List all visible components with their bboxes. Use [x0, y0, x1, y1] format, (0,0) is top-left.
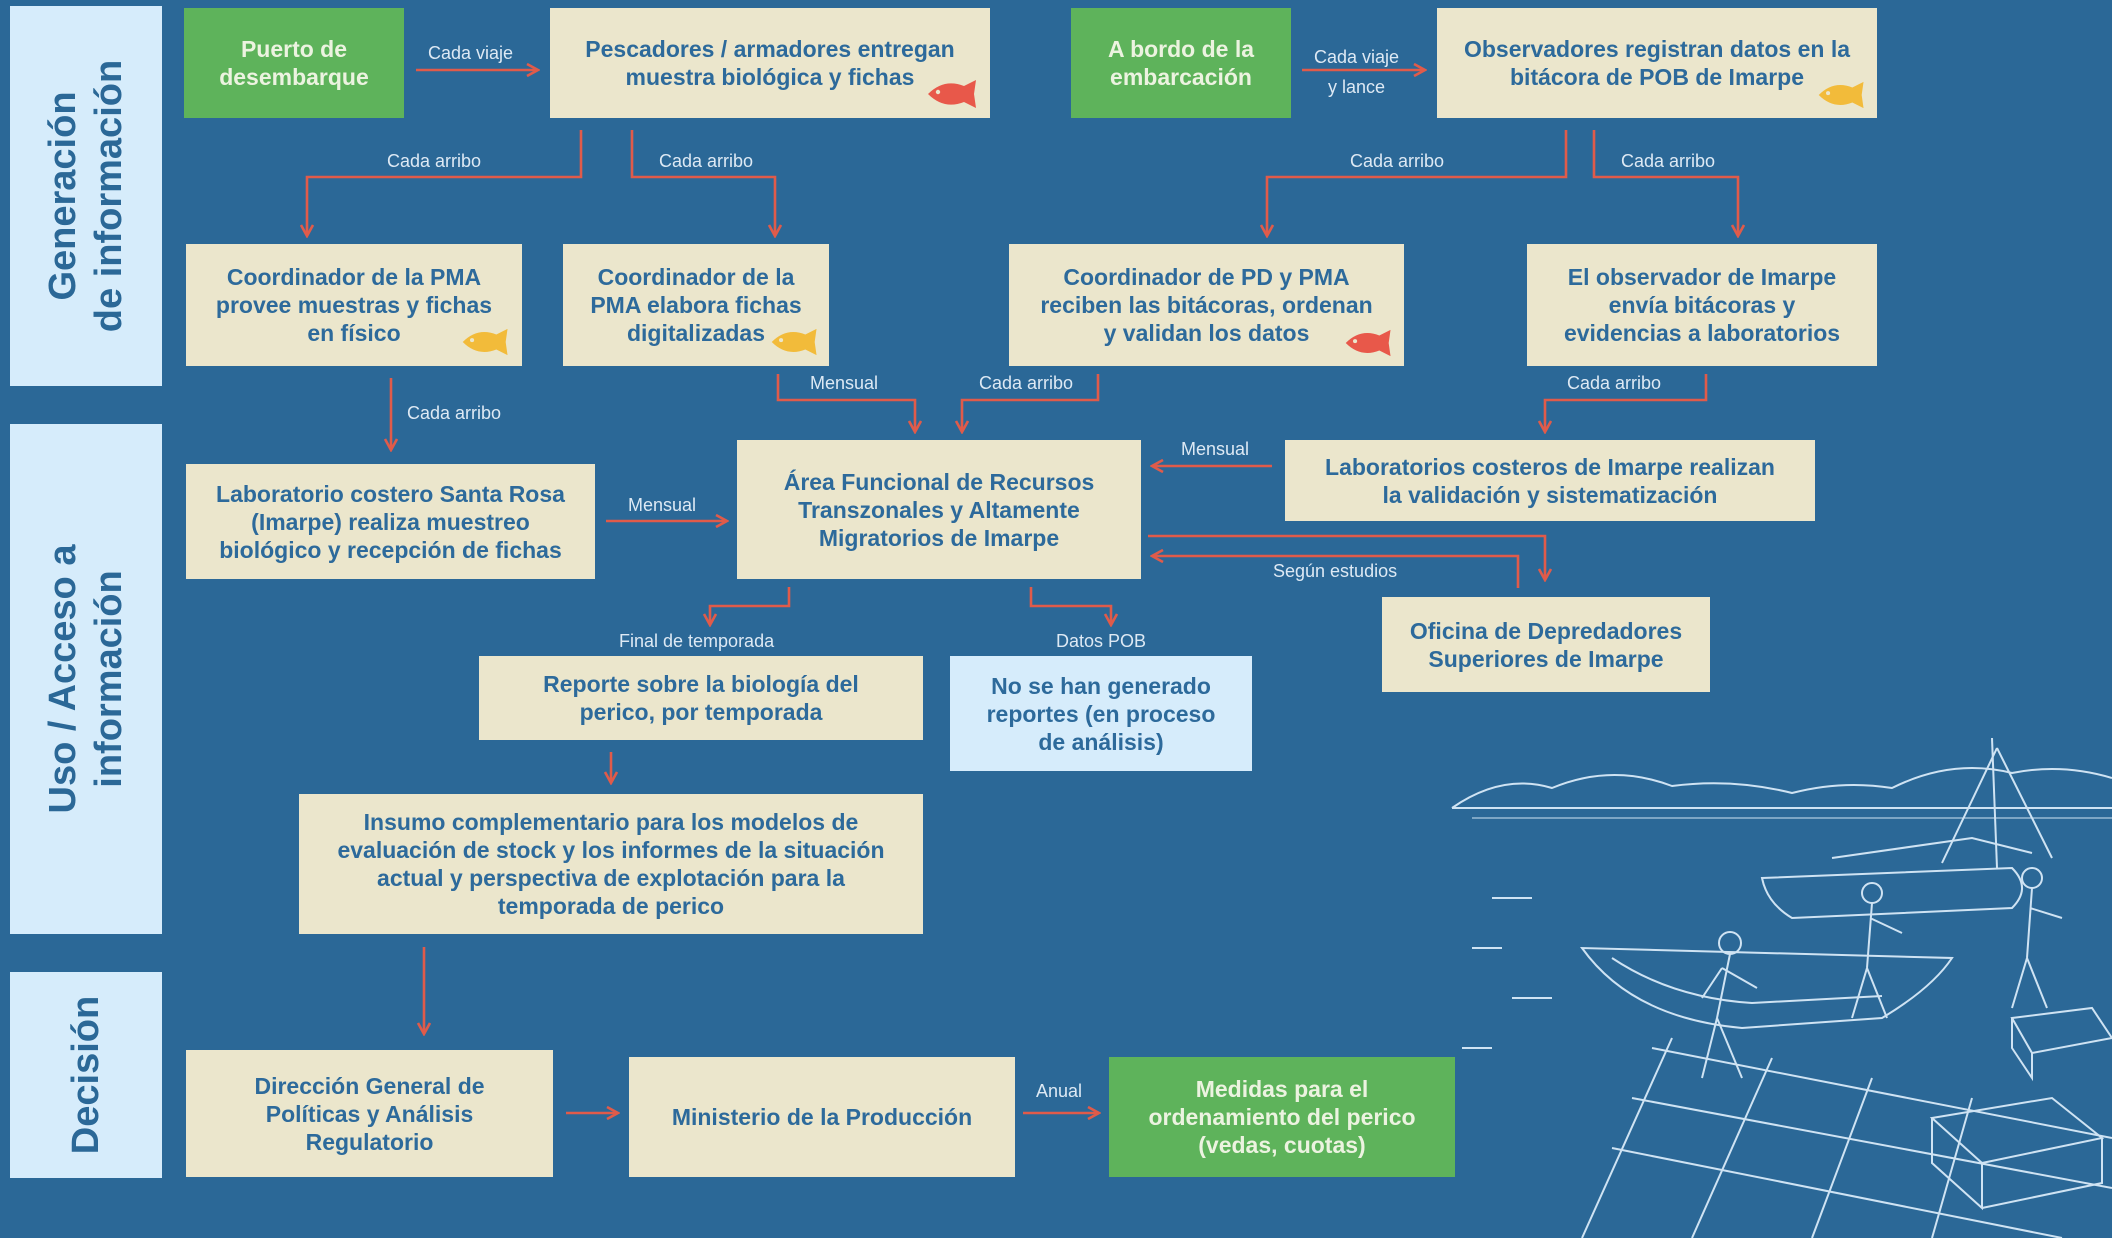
edge-label-cada-arribo: Cada arribo: [1567, 373, 1662, 393]
arrow-observador-envia-labs: [1545, 374, 1708, 432]
arrow-area-no-reportes: [1029, 587, 1111, 625]
edge-label-cada-viaje: Cada viaje: [428, 43, 514, 63]
box-area-funcional: Área Funcional de Recursos Transzonales …: [737, 440, 1141, 579]
edge-label-cada-arribo: Cada arribo: [407, 403, 502, 423]
lane-decision: Decisión: [10, 972, 162, 1178]
box-medidas-ordenamiento: Medidas para el ordenamiento del perico …: [1109, 1057, 1455, 1177]
fish-icon: [1345, 329, 1391, 357]
arrow-pescadores-coord-digital: [630, 130, 775, 236]
fish-icon: [928, 80, 976, 108]
box-observadores: Observadores registran datos en la bitác…: [1437, 8, 1877, 118]
edge-label-mensual: Mensual: [1181, 439, 1250, 459]
box-insumo-complementario: Insumo complementario para los modelos d…: [299, 794, 923, 934]
box-lab-santa-rosa: Laboratorio costero Santa Rosa (Imarpe) …: [186, 464, 595, 579]
arrow-coord-digital-area: [776, 374, 915, 432]
box-coordinador-pma-digital: Coordinador de la PMA elabora fichas dig…: [563, 244, 829, 366]
box-pescadores-armadores: Pescadores / armadores entregan muestra …: [550, 8, 990, 118]
fish-icon: [1818, 81, 1864, 109]
arrow-pescadores-coord-fisico: [307, 130, 583, 236]
box-labs-costeros: Laboratorios costeros de Imarpe realizan…: [1285, 440, 1815, 521]
box-observador-envia: El observador de Imarpe envía bitácoras …: [1527, 244, 1877, 366]
arrow-observadores-coord-pd: [1267, 130, 1568, 236]
edge-label-mensual: Mensual: [628, 495, 697, 515]
lane-generacion: Generación de información: [10, 6, 162, 386]
box-puerto-desembarque: Puerto de desembarque: [184, 8, 404, 118]
arrow-oficina-area: [1152, 556, 1520, 588]
arrow-observadores-observador-envia: [1592, 130, 1738, 236]
edge-label-cada-arribo: Cada arribo: [1621, 151, 1716, 171]
edge-label-mensual: Mensual: [810, 373, 879, 393]
edge-label-datos-pob: Datos POB: [1056, 631, 1147, 651]
arrow-coord-pd-area: [962, 374, 1100, 432]
box-ministerio-produccion: Ministerio de la Producción: [629, 1057, 1015, 1177]
edge-label-cada-viaje-lance: Cada viaje y lance: [1314, 47, 1400, 97]
arrow-area-reporte: [710, 587, 791, 625]
edge-label-final-temporada: Final de temporada: [619, 631, 775, 651]
edge-label-cada-arribo: Cada arribo: [659, 151, 754, 171]
box-direccion-general: Dirección General de Políticas y Análisi…: [186, 1050, 553, 1177]
box-a-bordo: A bordo de la embarcación: [1071, 8, 1291, 118]
edge-label-cada-arribo: Cada arribo: [1350, 151, 1445, 171]
lane-uso: Uso / Acceso a información: [10, 424, 162, 934]
edge-label-anual: Anual: [1036, 1081, 1083, 1101]
edge-label-cada-arribo: Cada arribo: [979, 373, 1074, 393]
box-coordinador-pma-fisico: Coordinador de la PMA provee muestras y …: [186, 244, 522, 366]
edge-label-segun-estudios: Según estudios: [1273, 561, 1398, 581]
fishing-harbor-illustration: [1451, 737, 2112, 1238]
edge-label-cada-arribo: Cada arribo: [387, 151, 482, 171]
box-no-reportes: No se han generado reportes (en proceso …: [950, 656, 1252, 771]
fish-icon: [771, 328, 817, 356]
arrow-area-oficina: [1148, 534, 1545, 580]
box-reporte-biologia: Reporte sobre la biología del perico, po…: [479, 656, 923, 740]
box-coordinador-pd-pma: Coordinador de PD y PMA reciben las bitá…: [1009, 244, 1404, 366]
box-oficina-depredadores: Oficina de Depredadores Superiores de Im…: [1382, 597, 1710, 692]
fish-icon: [462, 328, 508, 356]
